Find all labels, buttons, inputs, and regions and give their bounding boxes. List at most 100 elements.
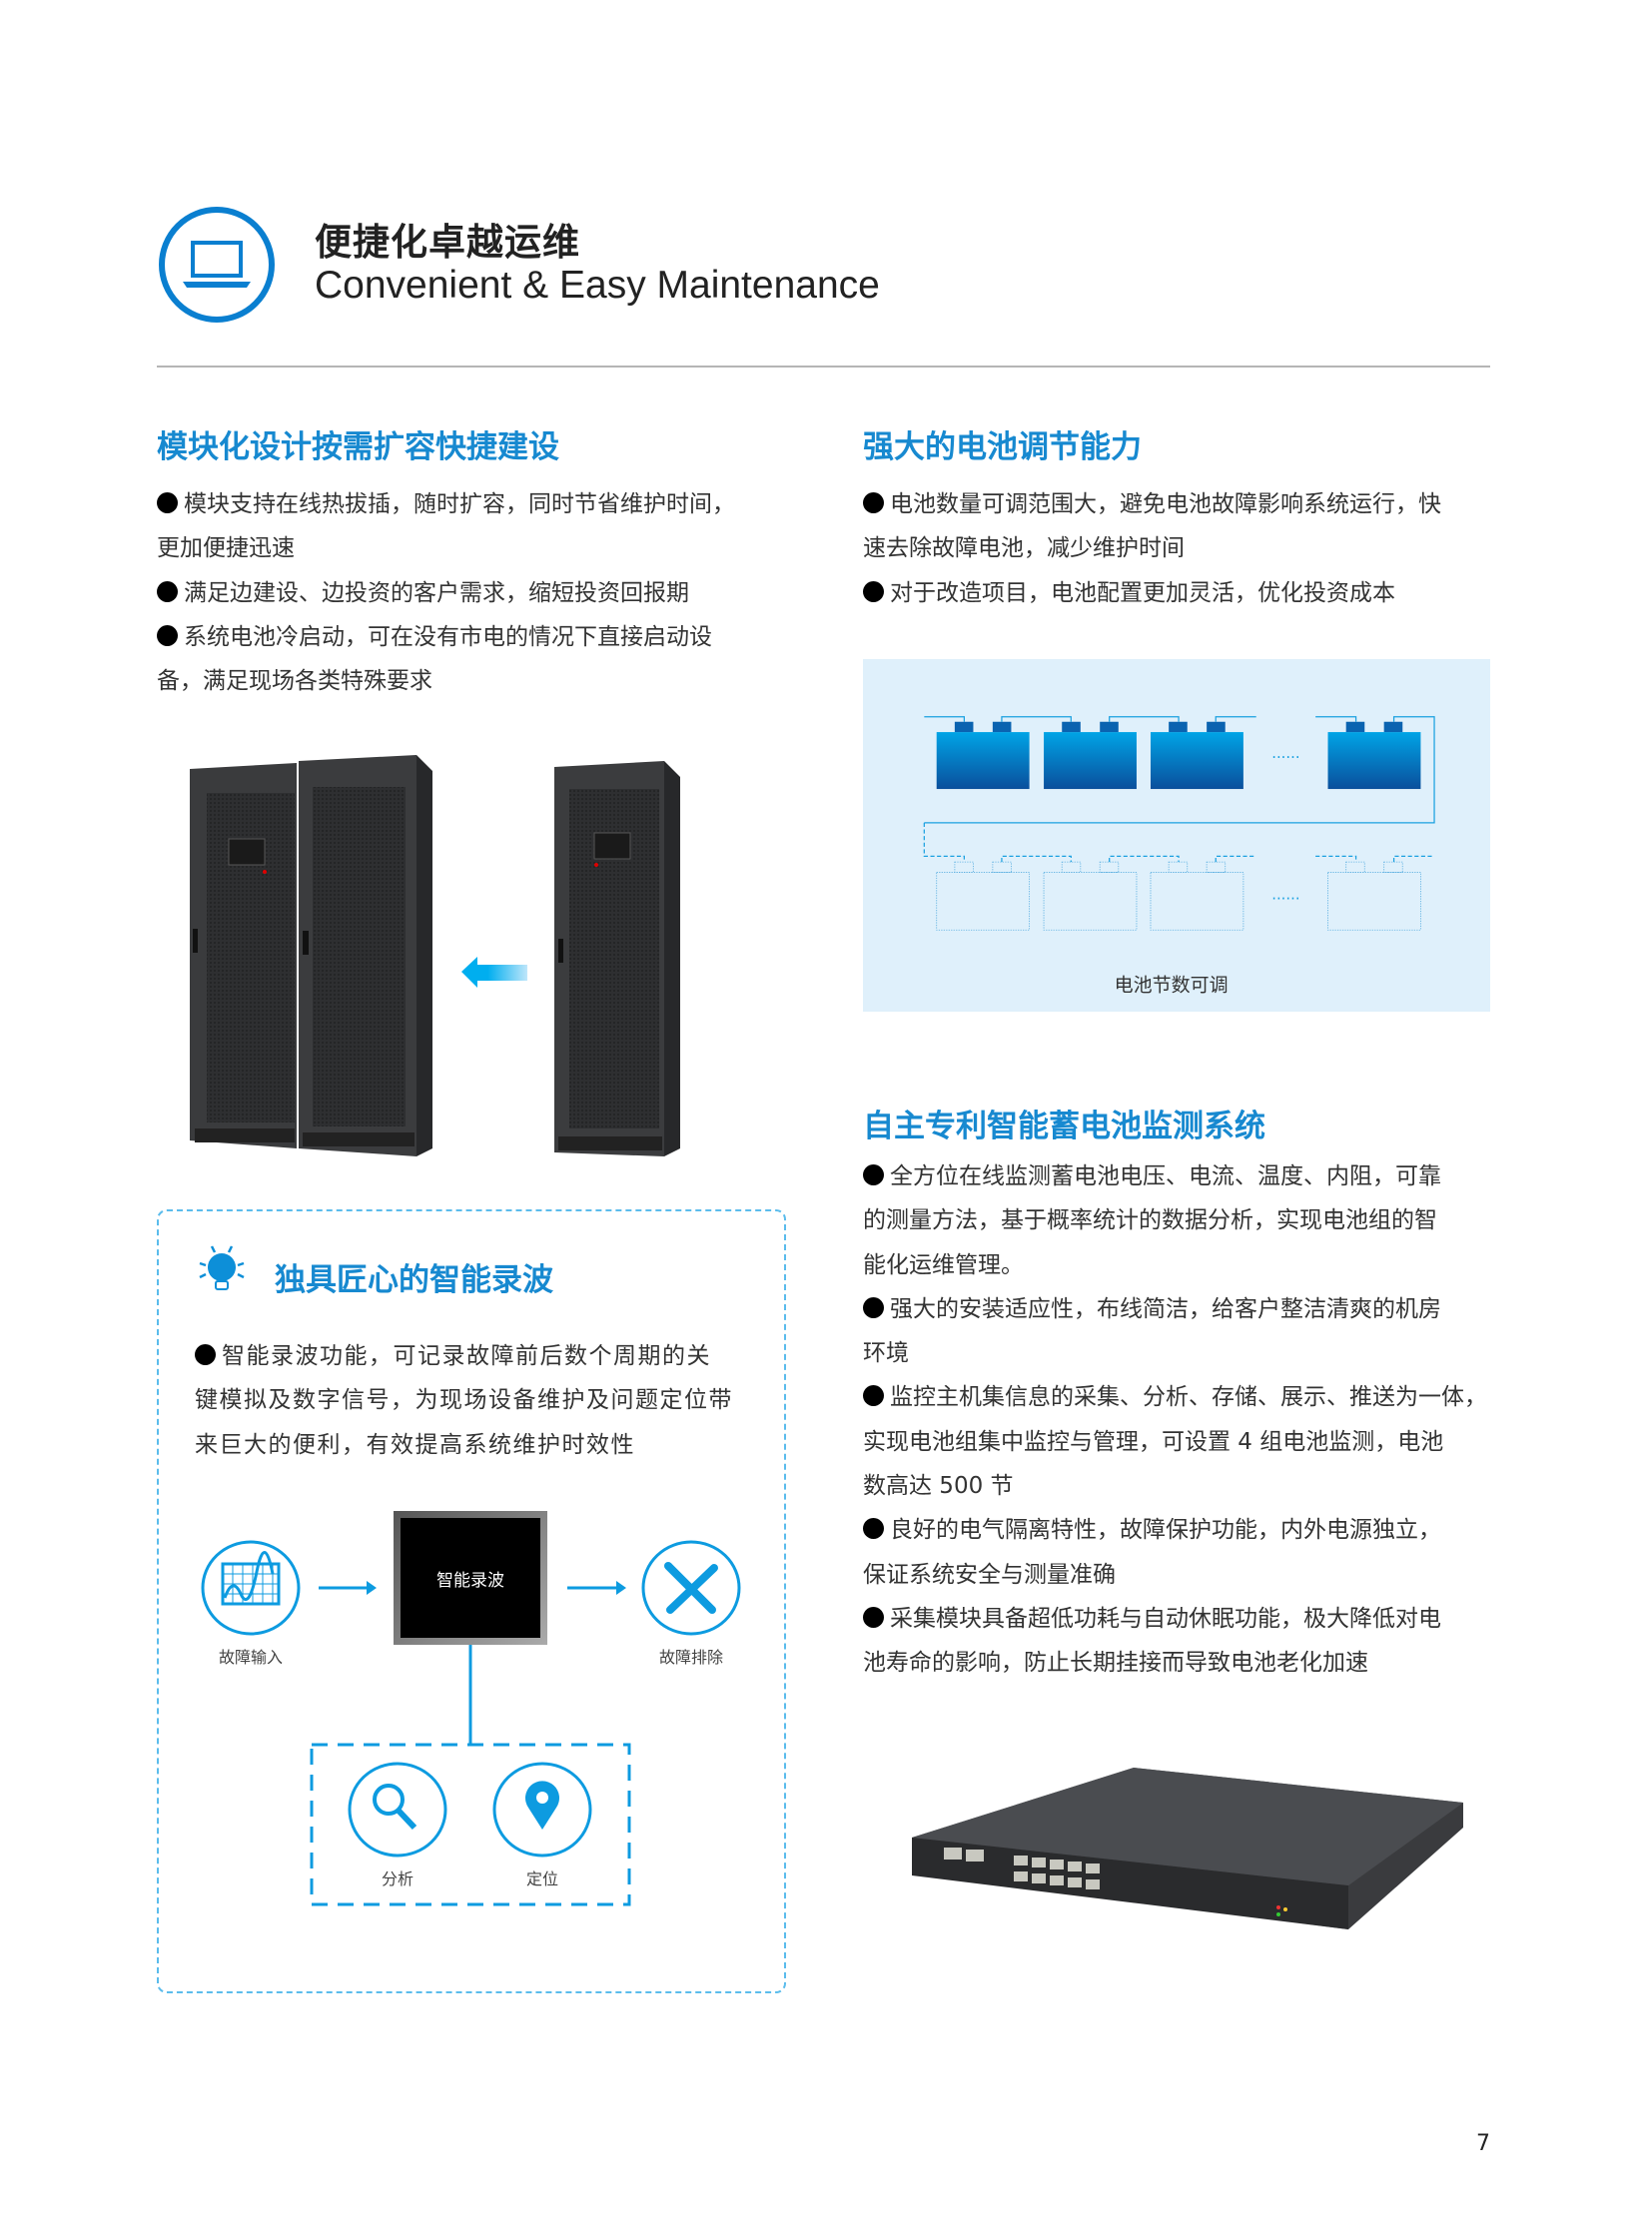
- battery-terminal: [1168, 861, 1189, 873]
- monitor-heading: 自主专利智能蓄电池监测系统: [863, 1109, 1265, 1144]
- text-line: 速去除故障电池，减少维护时间: [863, 526, 1441, 570]
- text-line: 能化运维管理。: [863, 1243, 1487, 1287]
- battery-string-diagram: ...... ...... 电池节数可调: [923, 716, 1435, 996]
- text-line: 监控主机集信息的采集、分析、存储、展示、推送为一体，: [863, 1375, 1487, 1419]
- line-text: 能化运维管理。: [863, 1251, 1024, 1278]
- bullet-icon: [157, 624, 178, 646]
- line-text: 电池数量可调范围大，避免电池故障影响系统运行，快: [890, 491, 1441, 517]
- text-line: 数高达 500 节: [863, 1464, 1487, 1508]
- fault-clear-label: 故障排除: [658, 1648, 723, 1667]
- smart-recording-box: [157, 1209, 786, 1993]
- line-text: 数高达 500 节: [863, 1473, 1014, 1500]
- fault-input-circle: [201, 1540, 301, 1636]
- locate-label: 定位: [525, 1869, 558, 1888]
- battery-terminal: [992, 861, 1012, 873]
- bullet-icon: [157, 492, 178, 513]
- bullet-icon: [863, 492, 884, 513]
- line-text: 强大的安装适应性，布线简洁，给客户整洁清爽的机房: [890, 1295, 1441, 1322]
- battery-terminal: [992, 721, 1012, 733]
- monitor-host-device-image: [904, 1758, 1473, 1972]
- bullet-icon: [863, 580, 884, 602]
- line-text: 实现电池组集中监控与管理，可设置 4 组电池监测，电池: [863, 1428, 1444, 1455]
- battery-terminal: [954, 721, 974, 733]
- bullet-icon: [863, 1385, 884, 1407]
- text-line: 良好的电气隔离特性，故障保护功能，内外电源独立，: [863, 1508, 1487, 1552]
- text-line: 系统电池冷启动，可在没有市电的情况下直接启动设: [157, 615, 735, 659]
- recording-flow-diagram: [201, 1540, 741, 1906]
- bullet-icon: [195, 1344, 216, 1365]
- text-line: 更加便捷迅速: [157, 526, 735, 570]
- waveform-chart-icon: [221, 1551, 281, 1606]
- magnifier-icon: [373, 1784, 417, 1831]
- text-line: 满足边建设、边投资的客户需求，缩短投资回报期: [157, 571, 735, 615]
- screen-label: 智能录波: [401, 1518, 540, 1638]
- line-text: 全方位在线监测蓄电池电压、电流、温度、内阻，可靠: [890, 1163, 1441, 1189]
- battery-active: [936, 732, 1030, 790]
- line-text: 键模拟及数字信号，为现场设备维护及问题定位带: [195, 1387, 733, 1414]
- monitor-body: 全方位在线监测蓄电池电压、电流、温度、内阻，可靠的测量方法，基于概率统计的数据分…: [863, 1154, 1487, 1686]
- text-line: 池寿命的影响，防止长期挂接而导致电池老化加速: [863, 1641, 1487, 1685]
- page-number: 7: [1476, 2131, 1490, 2156]
- battery-terminal: [1099, 861, 1120, 873]
- battery-optional: [1150, 872, 1244, 931]
- fault-input-label: 故障输入: [218, 1648, 283, 1667]
- analysis-group-box: [310, 1743, 631, 1906]
- battery-active: [1044, 732, 1137, 790]
- ups-cabinets-image: [185, 749, 704, 1168]
- battery-optional: [936, 872, 1031, 931]
- battery-diagram-panel: ...... ...... 电池节数可调: [863, 659, 1490, 1012]
- battery-terminal: [1062, 721, 1081, 733]
- battery-terminal: [1169, 721, 1188, 733]
- line-text: 系统电池冷启动，可在没有市电的情况下直接启动设: [184, 623, 712, 650]
- text-line: 键模拟及数字信号，为现场设备维护及问题定位带: [195, 1378, 733, 1422]
- analyze-circle: [348, 1762, 447, 1858]
- text-line: 采集模块具备超低功耗与自动休眠功能，极大降低对电: [863, 1597, 1487, 1641]
- modular-heading: 模块化设计按需扩容快捷建设: [157, 429, 559, 465]
- battery-active: [1327, 732, 1421, 790]
- text-line: 强大的安装适应性，布线简洁，给客户整洁清爽的机房: [863, 1287, 1487, 1331]
- battery-terminal: [1061, 861, 1082, 873]
- text-line: 备，满足现场各类特殊要求: [157, 659, 735, 703]
- text-line: 实现电池组集中监控与管理，可设置 4 组电池监测，电池: [863, 1420, 1487, 1464]
- lightbulb-globe-icon: [196, 1243, 252, 1299]
- line-text: 采集模块具备超低功耗与自动休眠功能，极大降低对电: [890, 1605, 1441, 1632]
- fault-clear-circle: [641, 1540, 741, 1636]
- tools-wrench-screwdriver-icon: [664, 1562, 718, 1614]
- smart-recording-screen: 智能录波: [394, 1511, 547, 1645]
- text-line: 电池数量可调范围大，避免电池故障影响系统运行，快: [863, 482, 1441, 526]
- line-text: 池寿命的影响，防止长期挂接而导致电池老化加速: [863, 1650, 1368, 1677]
- bullet-icon: [863, 1606, 884, 1628]
- section-title-en: Convenient & Easy Maintenance: [315, 264, 880, 307]
- bullet-icon: [863, 1296, 884, 1318]
- line-text: 良好的电气隔离特性，故障保护功能，内外电源独立，: [890, 1517, 1441, 1544]
- line-text: 更加便捷迅速: [157, 535, 295, 562]
- modular-body: 模块支持在线热拔插，随时扩容，同时节省维护时间， 更加便捷迅速满足边建设、边投资的…: [157, 482, 735, 703]
- battery-active: [1150, 732, 1243, 790]
- text-line: 环境: [863, 1331, 1487, 1375]
- line-text: 来巨大的便利，有效提高系统维护时效性: [195, 1431, 635, 1458]
- battery-terminal: [1100, 721, 1119, 733]
- bullet-icon: [157, 580, 178, 602]
- ellipsis-top: ......: [1271, 744, 1299, 762]
- diagram-caption: 电池节数可调: [1115, 974, 1229, 996]
- battery-optional: [1327, 872, 1421, 931]
- text-line: 的测量方法，基于概率统计的数据分析，实现电池组的智: [863, 1198, 1487, 1242]
- section-title-cn: 便捷化卓越运维: [315, 221, 580, 264]
- battery-optional: [1043, 872, 1138, 931]
- battery-terminal: [1207, 721, 1226, 733]
- line-text: 模块支持在线热拔插，随时扩容，同时节省维护时间，: [184, 491, 735, 517]
- locate-circle: [492, 1762, 592, 1858]
- line-text: 监控主机集信息的采集、分析、存储、展示、推送为一体，: [890, 1384, 1487, 1411]
- battery-terminal: [954, 861, 974, 873]
- battery-heading: 强大的电池调节能力: [863, 429, 1142, 465]
- ellipsis-bottom: ......: [1271, 885, 1299, 903]
- line-text: 满足边建设、边投资的客户需求，缩短投资回报期: [184, 579, 689, 606]
- battery-terminal: [1383, 861, 1403, 873]
- laptop-icon: [158, 206, 276, 324]
- bullet-icon: [863, 1518, 884, 1540]
- location-pin-icon: [525, 1781, 559, 1830]
- text-line: 全方位在线监测蓄电池电压、电流、温度、内阻，可靠: [863, 1154, 1487, 1198]
- text-line: 对于改造项目，电池配置更加灵活，优化投资成本: [863, 571, 1441, 615]
- line-text: 的测量方法，基于概率统计的数据分析，实现电池组的智: [863, 1207, 1437, 1234]
- analyze-label: 分析: [381, 1869, 413, 1888]
